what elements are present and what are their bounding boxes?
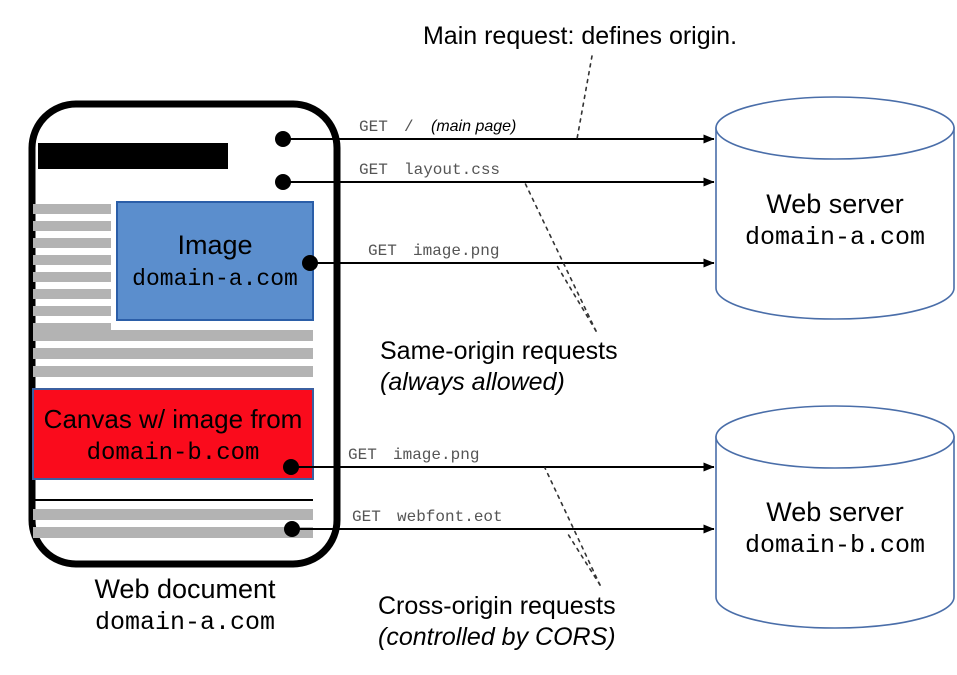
document-wide-bars-top — [33, 330, 313, 377]
request-label-path-req-image-b: image.png — [393, 446, 479, 464]
image-block-title: Image — [177, 230, 252, 260]
web-document-caption: Web document domain-a.com — [94, 574, 276, 637]
web-server-b-domain: domain-b.com — [745, 531, 925, 560]
request-arrow-req-image-a: GET image.png — [302, 242, 715, 271]
cross-origin-note: Cross-origin requests (controlled by COR… — [378, 592, 616, 651]
request-label-note-req-main: (main page) — [431, 118, 516, 135]
request-label-method-req-layout: GET — [359, 161, 388, 179]
document-headline-bar — [38, 143, 228, 169]
document-text-column — [33, 204, 111, 333]
request-arrow-req-main: GET / (main page) — [275, 118, 715, 147]
leader-lines — [524, 55, 601, 586]
request-label-path-req-main: / — [404, 118, 414, 136]
same-origin-note: Same-origin requests (always allowed) — [380, 337, 618, 396]
web-document: Image domain-a.com Canvas w/ image from … — [28, 100, 341, 568]
web-server-b: Web server domain-b.com — [715, 405, 955, 629]
leader-main-request — [576, 55, 593, 140]
leader-same-origin-down — [555, 263, 597, 332]
canvas-block-domain: domain-b.com — [87, 440, 260, 467]
web-document-caption-line2: domain-a.com — [95, 608, 275, 637]
main-request-note: Main request: defines origin. — [423, 22, 737, 50]
same-origin-note-line2: (always allowed) — [380, 368, 565, 396]
document-image-block: Image domain-a.com — [116, 201, 314, 321]
document-wide-bars-bottom — [33, 509, 313, 538]
request-arrow-req-image-b: GET image.png — [283, 446, 715, 475]
request-label-method-req-image-a: GET — [368, 242, 397, 260]
leader-same-origin-up — [524, 182, 597, 332]
image-block-domain: domain-a.com — [132, 266, 298, 292]
web-server-a-title: Web server — [766, 189, 904, 219]
cross-origin-note-line1: Cross-origin requests — [378, 592, 616, 620]
leader-cross-origin-up — [544, 467, 601, 586]
request-label-path-req-webfont: webfont.eot — [397, 508, 503, 526]
request-label-path-req-image-a: image.png — [413, 242, 499, 260]
web-server-a-domain: domain-a.com — [745, 223, 925, 252]
request-label-method-req-image-b: GET — [348, 446, 377, 464]
web-server-a: Web server domain-a.com — [715, 96, 955, 320]
request-label-method-req-main: GET — [359, 118, 388, 136]
request-label-method-req-webfont: GET — [352, 508, 381, 526]
leader-cross-origin-down — [565, 530, 601, 586]
web-document-caption-line1: Web document — [94, 574, 276, 604]
document-canvas-block: Canvas w/ image from domain-b.com — [32, 388, 314, 480]
request-arrow-req-webfont: GET webfont.eot — [284, 508, 715, 537]
cross-origin-note-line2: (controlled by CORS) — [378, 623, 616, 651]
same-origin-note-line1: Same-origin requests — [380, 337, 618, 365]
canvas-block-title: Canvas w/ image from — [44, 404, 303, 434]
request-arrow-req-layout: GET layout.css — [275, 161, 715, 190]
web-server-b-title: Web server — [766, 497, 904, 527]
request-label-path-req-layout: layout.css — [404, 161, 500, 179]
